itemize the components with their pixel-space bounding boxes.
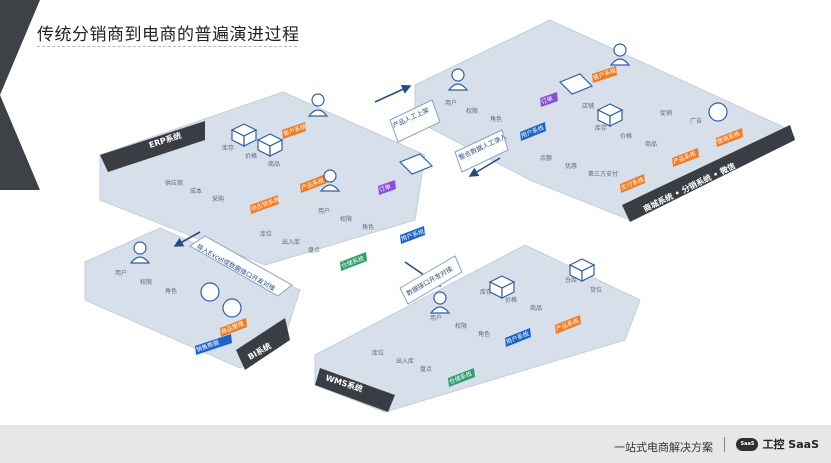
- svg-text:仓库: 仓库: [565, 276, 577, 284]
- title-divider: [37, 46, 297, 47]
- user-figure-icon: [129, 43, 631, 314]
- footer-tagline: 一站式电商解决方案: [614, 441, 713, 454]
- diagram: ERP系统 商城系统 • 分销系统 • 微信 BI系统 WMS系统 产品人工上架…: [84, 19, 796, 413]
- svg-text:用户系统: 用户系统: [400, 227, 425, 243]
- svg-text:用户: 用户: [430, 314, 442, 322]
- brand-logo: SaaS 工控 SaaS: [736, 436, 819, 452]
- svg-text:权限: 权限: [466, 107, 478, 115]
- box-icon: [230, 103, 624, 299]
- cells-erp-warehouse: 库位 出入库 盘点: [260, 230, 320, 254]
- svg-text:角色: 角色: [362, 223, 374, 231]
- cells-bi-user: 用户 权限 角色: [115, 269, 177, 295]
- corner-decoration-top: [0, 0, 40, 95]
- cells-wms-store: 仓库 货位: [565, 276, 602, 294]
- ad-icon: [200, 102, 728, 318]
- svg-text:用户: 用户: [445, 99, 457, 107]
- svg-text:商品: 商品: [645, 140, 657, 148]
- svg-text:商品: 商品: [530, 304, 542, 312]
- cells-wms-warehouse: 库位 出入库 盘点: [372, 349, 432, 373]
- svg-text:库存: 库存: [480, 288, 492, 296]
- svg-text:订单: 订单: [378, 182, 392, 194]
- svg-text:订单: 订单: [540, 94, 554, 106]
- svg-text:商品: 商品: [268, 160, 280, 168]
- svg-text:库位: 库位: [372, 349, 384, 357]
- svg-text:盘点: 盘点: [308, 246, 320, 254]
- brand-name: 工控 SaaS: [762, 438, 819, 451]
- svg-text:角色: 角色: [165, 287, 177, 295]
- cells-erp-supply: 供应商 成本 采购: [165, 179, 224, 203]
- cloud-icon: SaaS: [736, 437, 759, 451]
- svg-text:出入库: 出入库: [396, 357, 414, 365]
- document-icon: [398, 73, 594, 175]
- svg-text:优惠: 优惠: [565, 162, 577, 170]
- wms-platform: WMS系统: [314, 244, 641, 413]
- svg-text:权限: 权限: [140, 278, 152, 286]
- footer-divider: [724, 437, 725, 452]
- svg-text:广告: 广告: [690, 117, 702, 125]
- svg-text:促销: 促销: [660, 109, 672, 117]
- cells-erp-product: 库存 价格 商品: [222, 144, 280, 168]
- corner-decoration-bottom: [0, 95, 40, 190]
- svg-text:库位: 库位: [260, 230, 272, 238]
- cells-ec-payment: 余额 优惠 第三方支付: [540, 154, 618, 178]
- svg-text:库存: 库存: [595, 124, 607, 132]
- svg-text:供应商: 供应商: [165, 179, 183, 187]
- cells-ec-user: 用户 权限 角色: [445, 99, 502, 123]
- page-title: 传统分销商到电商的普遍演进过程: [37, 25, 300, 45]
- svg-text:采购: 采购: [212, 195, 224, 203]
- svg-text:价格: 价格: [245, 152, 257, 160]
- svg-text:价格: 价格: [620, 132, 632, 140]
- svg-text:权限: 权限: [455, 322, 467, 330]
- svg-text:盘点: 盘点: [420, 365, 432, 373]
- svg-text:店铺: 店铺: [582, 102, 594, 110]
- tag-order-erp: 订单: [378, 180, 396, 195]
- svg-text:出入库: 出入库: [282, 238, 300, 246]
- svg-text:用户: 用户: [115, 269, 127, 277]
- svg-text:角色: 角色: [478, 330, 490, 338]
- svg-text:角色: 角色: [490, 115, 502, 123]
- svg-text:价格: 价格: [505, 296, 517, 304]
- footer: 一站式电商解决方案 SaaS 工控 SaaS: [0, 425, 831, 463]
- svg-text:余额: 余额: [540, 154, 552, 162]
- erp-platform: ERP系统: [99, 91, 426, 266]
- cells-wms-user: 用户 权限 角色: [430, 314, 490, 338]
- svg-text:库存: 库存: [222, 144, 234, 152]
- tag-order-ec: 订单: [540, 92, 558, 107]
- svg-text:用户: 用户: [318, 207, 330, 215]
- svg-text:货位: 货位: [590, 286, 602, 294]
- cells-ec-marketing: 促销 广告: [660, 109, 702, 125]
- cells-wms-product: 库存 价格 商品: [480, 288, 542, 312]
- tag-user-erp: 用户系统: [400, 226, 425, 244]
- cells-erp-user: 用户 权限 角色: [318, 207, 374, 231]
- cells-ec-store: 店铺: [582, 102, 594, 110]
- svg-text:成本: 成本: [190, 187, 202, 195]
- svg-text:权限: 权限: [340, 215, 352, 223]
- cells-ec-product: 库存 价格 商品: [595, 124, 657, 148]
- svg-text:第三方支付: 第三方支付: [588, 170, 618, 178]
- svg-text:仓储系统: 仓储系统: [340, 254, 365, 270]
- tag-warehouse-erp: 仓储系统: [340, 252, 367, 271]
